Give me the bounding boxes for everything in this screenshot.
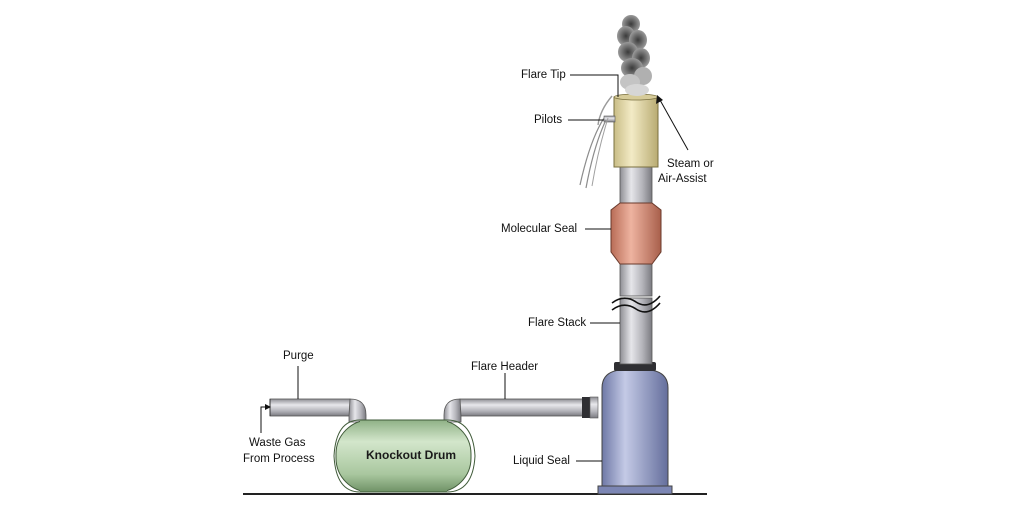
flare-header-pipe: [443, 396, 599, 423]
purge-inlet-pipe: [269, 398, 367, 423]
label-knockout-drum: Knockout Drum: [366, 448, 456, 462]
label-steam-line2: Air-Assist: [658, 173, 707, 185]
label-waste-line2: From Process: [243, 453, 315, 465]
label-purge: Purge: [283, 350, 314, 362]
flare-stack: [611, 165, 661, 365]
label-flare-tip: Flare Tip: [521, 69, 566, 81]
label-pilots: Pilots: [534, 114, 563, 126]
label-flare-stack: Flare Stack: [528, 317, 587, 329]
label-flare-header: Flare Header: [471, 361, 539, 373]
label-liquid-seal: Liquid Seal: [513, 455, 570, 467]
molecular-seal: [610, 202, 662, 265]
smoke-plume: [617, 15, 652, 96]
pilots: [579, 95, 616, 189]
arrow-heads: [265, 95, 663, 410]
label-steam-line1: Steam or: [667, 158, 714, 170]
liquid-seal-vessel: [597, 362, 673, 495]
knockout-drum: [333, 419, 476, 493]
label-waste-line1: Waste Gas: [249, 437, 306, 449]
label-molecular-seal: Molecular Seal: [501, 223, 578, 235]
flare-tip: [613, 93, 659, 168]
